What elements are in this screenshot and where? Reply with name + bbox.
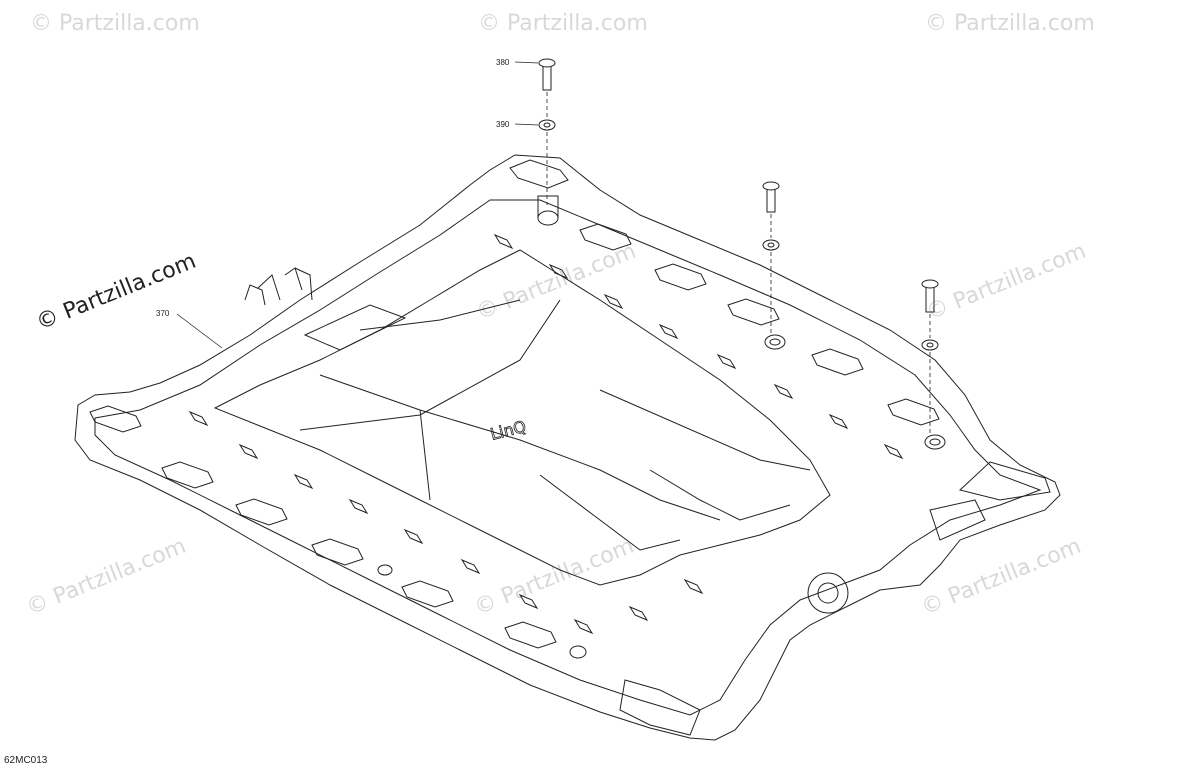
slot <box>235 498 288 526</box>
watermark-layer: © Partzilla.com © Partzilla.com © Partzi… <box>23 11 1095 621</box>
washer-390 <box>762 239 780 251</box>
slot <box>89 405 142 433</box>
slot <box>727 298 780 326</box>
callout-390: 390 <box>496 120 510 129</box>
assembly-lines <box>546 92 931 435</box>
slot <box>579 223 632 251</box>
slot <box>161 461 214 489</box>
embossed-logo: LinQ <box>488 417 528 444</box>
slot <box>401 580 454 608</box>
roof-round-boss <box>807 572 849 614</box>
watermark-faint: © Partzilla.com <box>923 239 1090 326</box>
callout-380: 380 <box>496 58 510 67</box>
washer-390 <box>921 339 939 351</box>
tie-down-slots <box>89 159 940 649</box>
slot <box>811 348 864 376</box>
bolt-380 <box>921 279 939 289</box>
roof-inner-rim <box>94 199 1042 716</box>
bolt-380 <box>762 181 780 191</box>
leader-lines <box>176 61 539 349</box>
slot <box>887 398 940 426</box>
slot <box>504 621 557 649</box>
watermark-faint: © Partzilla.com <box>30 11 200 36</box>
watermark-main: © Partzilla.com <box>33 249 200 336</box>
slot <box>311 538 364 566</box>
watermark-faint: © Partzilla.com <box>23 534 190 621</box>
fasteners <box>538 58 939 351</box>
roof-outline <box>74 154 1061 741</box>
label-plate <box>303 304 407 351</box>
mounting-bosses <box>377 195 946 659</box>
clip-holes <box>188 233 904 635</box>
watermark-faint: © Partzilla.com <box>918 534 1085 621</box>
watermark-faint: © Partzilla.com <box>925 11 1095 36</box>
roof-panel <box>74 154 1061 741</box>
diagram-code: 62MC013 <box>4 755 48 766</box>
washer-390 <box>538 119 556 131</box>
watermark-faint: © Partzilla.com <box>478 11 648 36</box>
watermark-faint: © Partzilla.com <box>473 239 640 326</box>
watermark-faint: © Partzilla.com <box>471 534 638 621</box>
slot <box>509 159 569 189</box>
slot <box>654 263 707 291</box>
center-dome <box>213 249 831 586</box>
callout-370: 370 <box>156 309 170 318</box>
bolt-380 <box>538 58 556 68</box>
